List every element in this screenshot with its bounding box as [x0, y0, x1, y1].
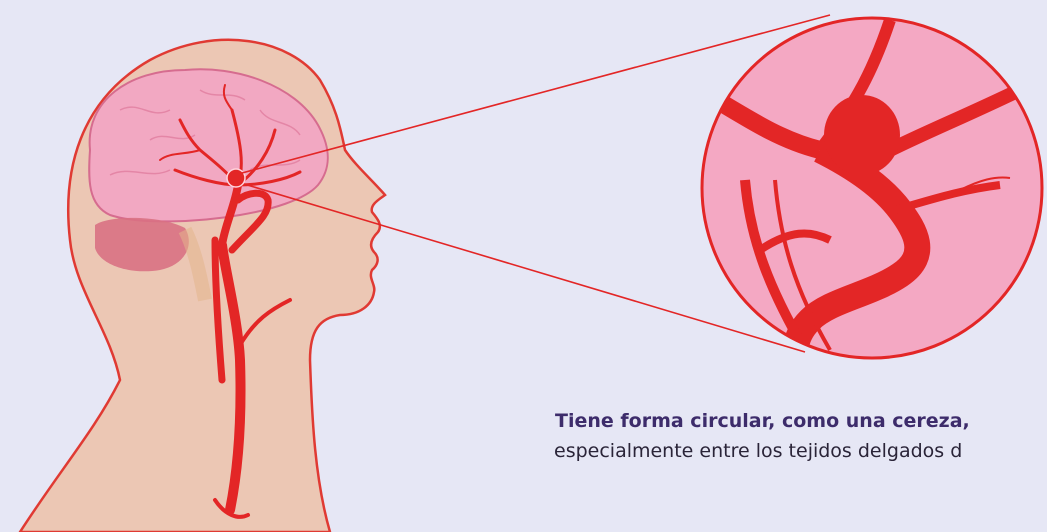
aneurysm-sac [824, 95, 900, 175]
magnifier-outline [700, 16, 1044, 360]
aneurysm-spot [226, 168, 246, 188]
arteries [159, 84, 302, 519]
caption: Tiene forma circular, como una cereza, e… [554, 406, 1047, 466]
caption-line-regular: especialmente entre los tejidos delgados… [554, 440, 963, 462]
cerebellum [95, 217, 189, 272]
brain-folds [109, 89, 301, 176]
zoom-line-bottom [243, 183, 806, 353]
caption-line-bold: Tiene forma circular, como una cereza, [555, 410, 970, 432]
brainstem [178, 226, 212, 302]
zoom-line-top [241, 14, 831, 174]
